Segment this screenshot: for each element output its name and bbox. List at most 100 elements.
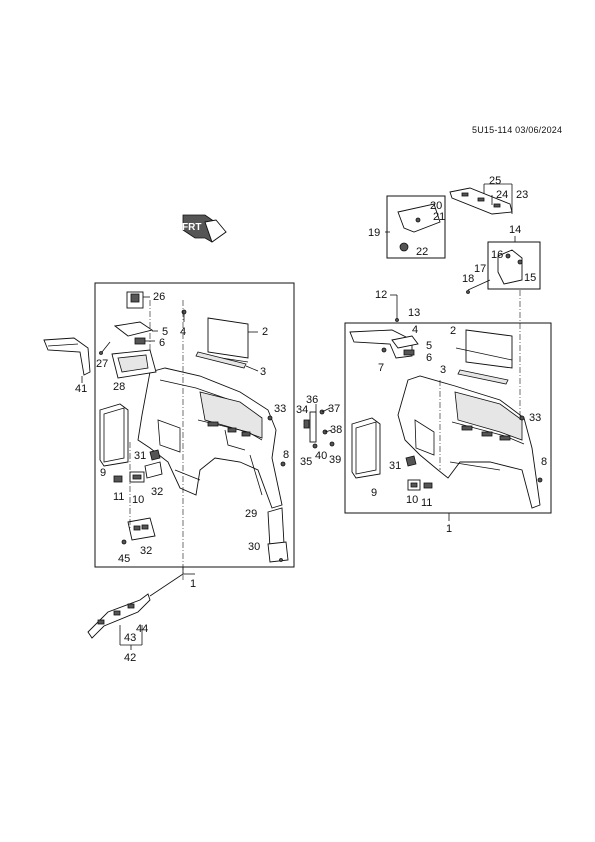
callout-8: 8 (541, 456, 547, 468)
callout-17: 17 (474, 263, 486, 275)
callout-9: 9 (371, 487, 377, 499)
armrest-41 (43, 337, 91, 383)
callout-9: 9 (100, 467, 106, 479)
left-quarter-trim-panel (137, 367, 283, 509)
right-clip-8 (537, 477, 543, 483)
callout-11: 11 (113, 491, 124, 503)
leader-18 (467, 279, 491, 291)
callout-36: 36 (306, 394, 318, 406)
callout-1: 1 (446, 523, 452, 535)
screw-12-13 (390, 294, 399, 322)
right-clip-31 (405, 455, 417, 467)
callout-1: 1 (190, 578, 196, 590)
left-bin-28 (111, 349, 157, 379)
left-screw-27 (99, 341, 111, 355)
detail-box-19 (386, 195, 446, 259)
callout-39: 39 (329, 454, 341, 466)
right-speaker-cover-9 (351, 417, 381, 479)
callout-2: 2 (262, 326, 268, 338)
callout-26: 26 (153, 291, 165, 303)
left-pin-4 (181, 309, 187, 322)
callout-28: 28 (113, 381, 125, 393)
left-cover-30 (267, 541, 289, 563)
callout-12: 12 (375, 289, 387, 301)
callout-32: 32 (151, 486, 163, 498)
right-clip-10-11 (407, 479, 433, 491)
callout-5: 5 (162, 326, 168, 338)
right-bracket-5 (391, 335, 419, 349)
callout-33: 33 (529, 412, 541, 424)
left-bracket-29 (267, 507, 285, 549)
cap-20-21 (397, 203, 441, 252)
callout-2: 2 (450, 325, 456, 337)
sill-trim-42 (87, 593, 151, 639)
callout-8: 8 (283, 449, 289, 461)
callout-23: 23 (516, 189, 528, 201)
left-strip-3 (195, 351, 259, 372)
callout-35: 35 (300, 456, 312, 468)
callout-31: 31 (389, 460, 401, 472)
right-strip-3 (457, 369, 509, 385)
left-bracket-5 (113, 321, 158, 337)
callout-19: 19 (368, 227, 380, 239)
left-clip-33 (267, 415, 273, 421)
callout-40: 40 (315, 450, 327, 462)
callout-24: 24 (496, 189, 508, 201)
callout-10: 10 (406, 494, 418, 506)
callout-31: 31 (134, 450, 146, 462)
left-clip-31 (149, 449, 161, 461)
front-direction-arrow: FRT (182, 214, 227, 243)
callout-29: 29 (245, 508, 257, 520)
left-retainer-32 (127, 461, 163, 541)
callout-13: 13 (408, 307, 420, 319)
callout-34: 34 (296, 404, 308, 416)
callout-22: 22 (416, 246, 428, 258)
callout-33: 33 (274, 403, 286, 415)
callout-38: 38 (330, 424, 342, 436)
cap-15-16 (497, 249, 523, 285)
callout-3: 3 (260, 366, 266, 378)
callout-11: 11 (421, 497, 432, 509)
right-quarter-trim-panel (397, 375, 541, 509)
left-clip-8 (280, 461, 286, 467)
left-clip-26 (126, 291, 150, 309)
callout-27: 27 (96, 358, 108, 370)
callout-4: 4 (180, 326, 186, 338)
document-code: 5U15-114 03/06/2024 (472, 125, 563, 135)
detail-box-14 (487, 241, 541, 290)
right-cover-2 (455, 329, 513, 369)
callout-20: 20 (430, 200, 442, 212)
callout-37: 37 (328, 403, 340, 415)
right-clip-6 (403, 349, 415, 356)
callout-16: 16 (491, 249, 503, 261)
callout-10: 10 (132, 494, 144, 506)
callout-43: 43 (124, 632, 136, 644)
callout-14: 14 (509, 224, 521, 236)
callout-4: 4 (412, 324, 418, 336)
callout-5: 5 (426, 340, 432, 352)
left-assembly-frame (94, 282, 295, 568)
right-handle-7 (349, 329, 413, 359)
callout-45: 45 (118, 553, 130, 565)
callout-6: 6 (159, 337, 165, 349)
callout-18: 18 (462, 273, 474, 285)
callout-41: 41 (75, 383, 87, 395)
front-label: FRT (182, 222, 201, 233)
callout-15: 15 (524, 272, 536, 284)
callout-21: 21 (433, 211, 445, 223)
right-assembly-frame (344, 322, 552, 514)
callout-3: 3 (440, 364, 446, 376)
left-clip-10-11 (113, 471, 145, 483)
clip-group-34-40 (303, 404, 335, 449)
callout-44: 44 (136, 623, 148, 635)
callout-7: 7 (378, 362, 384, 374)
callout-42: 42 (124, 652, 136, 664)
callout-6: 6 (426, 352, 432, 364)
leader-1-to-sill (149, 573, 184, 597)
screw-18 (466, 290, 470, 294)
left-speaker-cover-9 (99, 403, 129, 467)
callout-25: 25 (489, 175, 501, 187)
right-clip-33 (519, 415, 525, 421)
left-clip-6 (134, 337, 155, 345)
